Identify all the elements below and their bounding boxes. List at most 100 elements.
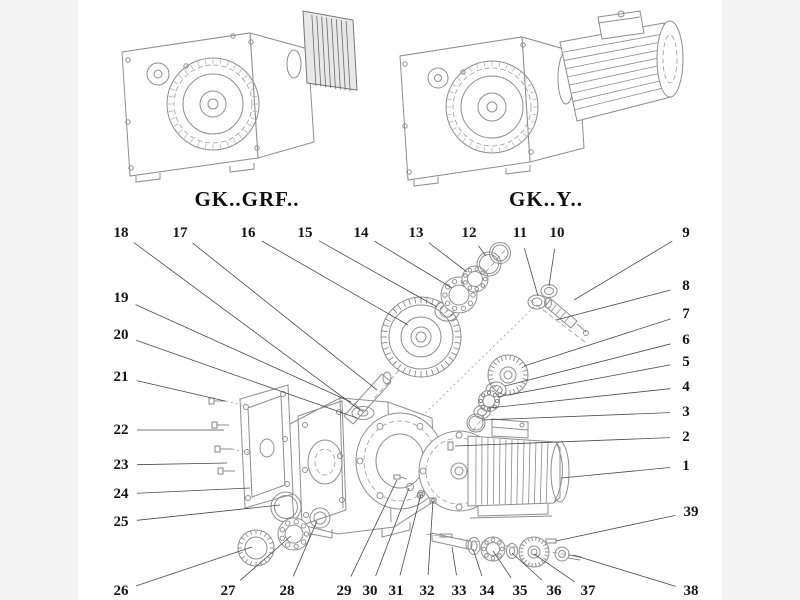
callout-4: 4	[488, 379, 690, 409]
part-number-29: 29	[337, 583, 352, 599]
callout-24: 24	[114, 486, 251, 502]
callout-19: 19	[114, 290, 352, 403]
callout-31: 31	[389, 493, 422, 599]
callout-11: 11	[513, 225, 539, 297]
part-number-3: 3	[682, 404, 690, 420]
part-number-21: 21	[114, 369, 129, 385]
part-number-30: 30	[363, 583, 378, 599]
part-number-2: 2	[682, 429, 690, 445]
callout-16: 16	[241, 225, 409, 326]
callout-17: 17	[173, 225, 378, 391]
callout-25: 25	[114, 504, 281, 530]
input-shaft-assembly	[343, 242, 511, 425]
callout-3: 3	[481, 404, 690, 421]
callout-8: 8	[555, 278, 690, 321]
part-number-14: 14	[354, 225, 370, 241]
part-number-24: 24	[114, 486, 130, 502]
callout-28: 28	[280, 520, 318, 599]
part-number-6: 6	[682, 332, 690, 348]
callout-layer: 1234567891011121314151617181920212223242…	[114, 225, 699, 599]
part-number-7: 7	[682, 306, 690, 322]
gear-hint-left	[168, 59, 258, 149]
part-number-28: 28	[280, 583, 295, 599]
part-number-17: 17	[173, 225, 189, 241]
part-number-36: 36	[547, 583, 563, 599]
callout-5: 5	[496, 354, 690, 398]
model-label-gk-y: GK..Y..	[509, 187, 583, 211]
electric-motor	[418, 418, 570, 519]
part-number-5: 5	[682, 354, 690, 370]
exploded-view	[208, 242, 589, 568]
callout-7: 7	[523, 306, 690, 367]
fin-cover	[302, 10, 358, 92]
part-number-22: 22	[114, 422, 129, 438]
callout-20: 20	[114, 327, 358, 419]
callout-26: 26	[114, 546, 253, 599]
part-number-1: 1	[682, 458, 690, 474]
part-number-4: 4	[682, 379, 690, 395]
part-number-31: 31	[389, 583, 404, 599]
callout-10: 10	[548, 225, 565, 287]
callout-13: 13	[409, 225, 468, 273]
callout-37: 37	[533, 553, 597, 599]
part-number-26: 26	[114, 583, 130, 599]
callout-32: 32	[420, 500, 435, 599]
callout-14: 14	[354, 225, 453, 289]
part-number-19: 19	[114, 290, 129, 306]
callout-30: 30	[363, 487, 410, 599]
callout-39: 39	[555, 504, 699, 542]
lower-left-bearing-parts	[237, 491, 331, 567]
part-number-34: 34	[480, 583, 496, 599]
motor-assembled	[557, 10, 684, 122]
part-number-11: 11	[513, 225, 527, 241]
left-margin	[0, 0, 78, 600]
part-number-35: 35	[513, 583, 528, 599]
part-number-16: 16	[241, 225, 257, 241]
callout-34: 34	[472, 548, 496, 599]
assembled-view-gk-y	[399, 10, 684, 187]
part-number-23: 23	[114, 457, 129, 473]
assembled-view-gk-grf	[121, 10, 358, 183]
shaft-key	[545, 538, 557, 544]
callout-36: 36	[511, 552, 563, 599]
callout-1: 1	[560, 458, 690, 479]
gear-hint-right	[446, 61, 538, 153]
callout-33: 33	[452, 546, 467, 599]
right-margin	[722, 0, 800, 600]
cover-bolts	[208, 397, 251, 475]
callout-38: 38	[572, 554, 699, 599]
callout-23: 23	[114, 457, 228, 473]
part-number-12: 12	[462, 225, 477, 241]
part-number-18: 18	[114, 225, 129, 241]
callout-15: 15	[298, 225, 438, 308]
callout-2: 2	[454, 429, 690, 447]
part-number-32: 32	[420, 583, 435, 599]
flange-stud	[447, 441, 454, 451]
callout-21: 21	[114, 369, 226, 402]
callout-12: 12	[462, 225, 487, 257]
cover-plate	[239, 384, 294, 509]
part-number-39: 39	[684, 504, 699, 520]
part-number-15: 15	[298, 225, 313, 241]
output-gear-stack	[466, 354, 529, 433]
part-number-38: 38	[684, 583, 699, 599]
model-label-gk-grf: GK..GRF..	[194, 187, 299, 211]
part-number-27: 27	[221, 583, 237, 599]
part-number-8: 8	[682, 278, 690, 294]
callout-6: 6	[504, 332, 690, 387]
part-number-10: 10	[550, 225, 565, 241]
part-number-20: 20	[114, 327, 129, 343]
callout-18: 18	[114, 225, 361, 411]
pinion-axis	[529, 299, 586, 343]
part-number-37: 37	[581, 583, 597, 599]
part-number-13: 13	[409, 225, 424, 241]
part-number-25: 25	[114, 514, 129, 530]
part-number-33: 33	[452, 583, 467, 599]
callout-29: 29	[337, 479, 398, 599]
callout-22: 22	[114, 422, 224, 438]
callout-27: 27	[221, 535, 292, 599]
callout-9: 9	[573, 225, 690, 301]
pinion-align-line	[409, 306, 535, 429]
